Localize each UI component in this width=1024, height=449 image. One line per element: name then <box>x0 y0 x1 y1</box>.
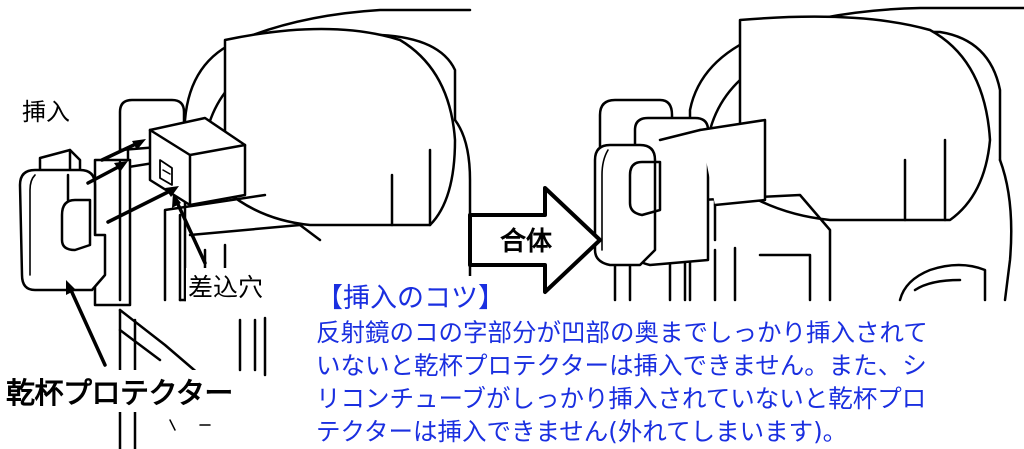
pointer-arrows <box>68 140 207 367</box>
insert-hole-label: 差込穴 <box>186 268 266 304</box>
arrow-head-icon <box>66 280 76 295</box>
right-assembly-drawing <box>593 6 1024 302</box>
tips-line: いないと乾杯プロテクターは挿入できません。また、シ <box>316 351 927 380</box>
combine-arrow-icon <box>468 186 602 294</box>
combine-label: 合体 <box>500 226 553 257</box>
tips-title: 【挿入のコツ】 <box>316 276 505 315</box>
tips-line: テクターは挿入できません(外れてしまいます)。 <box>316 417 848 446</box>
tips-line: リコンチューブがしっかり挿入されていないと乾杯プロ <box>316 384 927 413</box>
insertion-tips-panel: 【挿入のコツ】 反射鏡のコの字部分が凹部の奥までしっかり挿入されて いないと乾杯… <box>296 270 1022 448</box>
tips-body: 反射鏡のコの字部分が凹部の奥までしっかり挿入されて いないと乾杯プロテクターは挿… <box>316 316 1016 448</box>
arrow-head-icon <box>114 161 128 172</box>
arrow-head-icon <box>172 193 181 208</box>
arrow-head-icon <box>132 139 146 150</box>
product-name-label: 乾杯プロテクター <box>6 370 233 412</box>
insert-label: 挿入 <box>22 98 70 126</box>
tips-line: 反射鏡のコの字部分が凹部の奥までしっかり挿入されて <box>316 318 928 347</box>
arrow-head-icon <box>165 186 179 197</box>
